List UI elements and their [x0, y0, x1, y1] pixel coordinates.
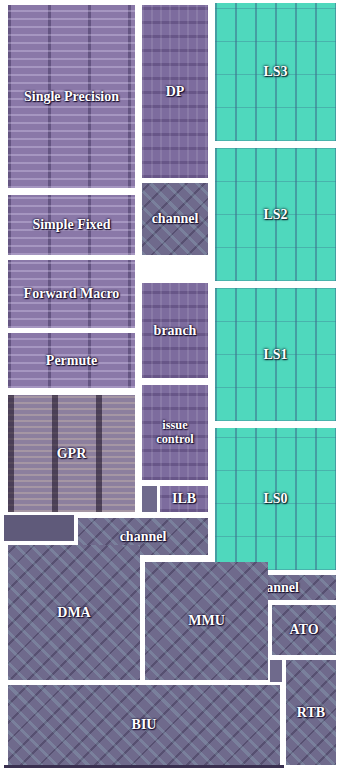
mmu-block: MMU — [145, 562, 268, 680]
local-store-block: LS2 — [215, 148, 336, 281]
block-label: DP — [163, 84, 188, 99]
block-label: Single Precision — [21, 89, 122, 104]
block-label: RTB — [294, 705, 328, 720]
block-label: ATO — [286, 622, 321, 637]
fpu-block: Single Precision — [8, 5, 135, 188]
block-label: Permute — [43, 353, 100, 368]
block-label: LS2 — [260, 207, 290, 222]
unlabeled-block — [270, 660, 282, 682]
rtb-block: RTB — [286, 660, 336, 765]
ato-block: ATO — [272, 605, 336, 655]
block-label: LS3 — [260, 64, 290, 79]
block-label: BIU — [129, 717, 160, 732]
fixed-point-block: Simple Fixed — [8, 195, 135, 255]
permute-block: Permute — [8, 333, 135, 388]
block-label: LS1 — [260, 347, 290, 362]
unlabeled-block — [142, 486, 157, 512]
local-store-block: LS0 — [215, 428, 336, 570]
biu-block: BIU — [8, 685, 280, 765]
channel-block: channel — [142, 183, 208, 255]
block-label: GPR — [54, 446, 90, 461]
fpu-block: DP — [142, 5, 208, 178]
block-label: MMU — [185, 613, 228, 628]
ilb-block: ILB — [160, 486, 208, 512]
block-label: Simple Fixed — [29, 217, 113, 232]
die-edge — [4, 765, 284, 768]
branch-block: branch — [142, 283, 208, 378]
local-store-block: LS3 — [215, 3, 336, 141]
block-label: branch — [151, 323, 200, 338]
register-file-block: GPR — [8, 395, 135, 512]
block-label: ILB — [169, 491, 199, 506]
block-label: Forward Macro — [21, 286, 123, 301]
block-label: channel — [117, 529, 170, 544]
unlabeled-block — [4, 515, 74, 541]
block-label: LS0 — [260, 491, 290, 506]
block-label: DMA — [54, 605, 93, 620]
issue-control-block: issue control — [142, 385, 208, 480]
local-store-block: LS1 — [215, 288, 336, 421]
block-label: channel — [149, 211, 202, 226]
dma-block: DMA — [8, 545, 140, 680]
forward-macro-block: Forward Macro — [8, 260, 135, 328]
block-label: issue control — [142, 419, 208, 446]
